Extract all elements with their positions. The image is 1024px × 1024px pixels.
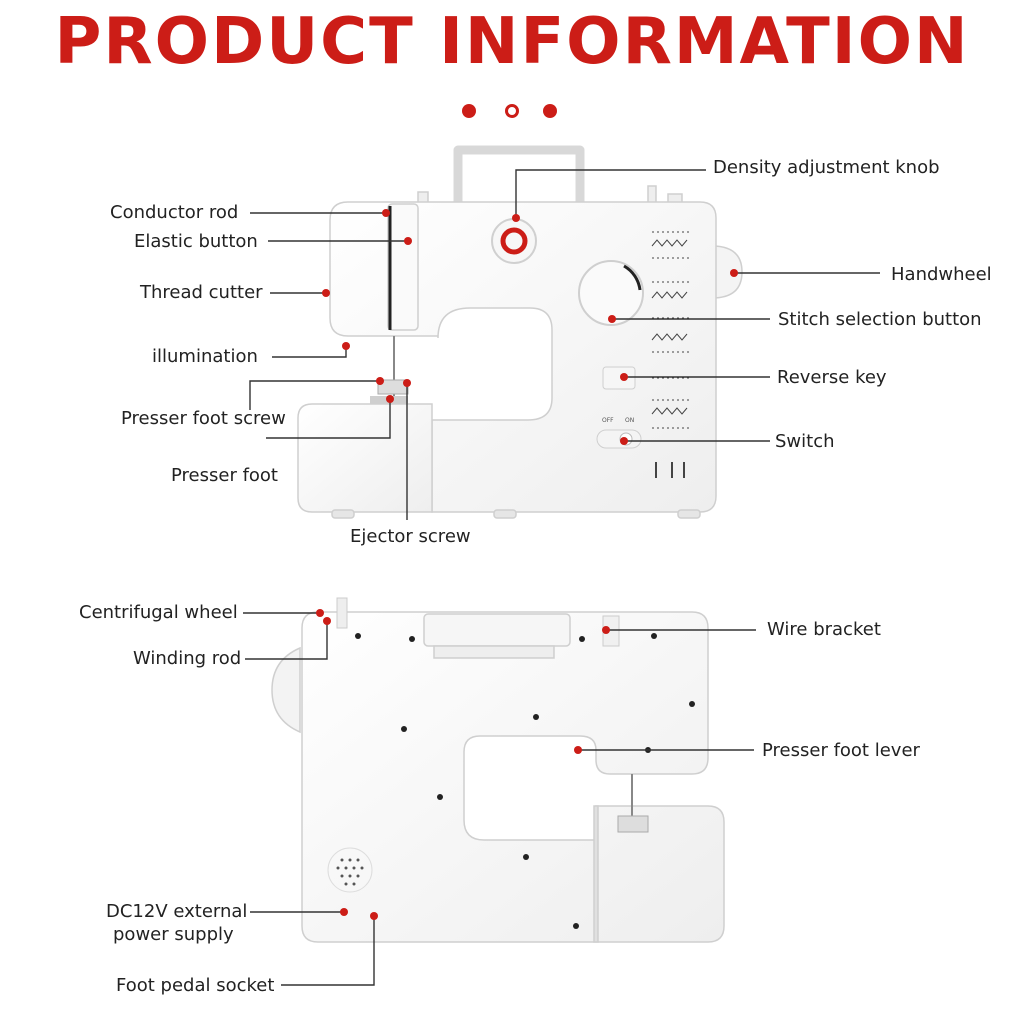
label-thread-cutter: Thread cutter (140, 282, 263, 303)
dot (462, 104, 476, 118)
label-presser-foot-lever: Presser foot lever (762, 740, 920, 761)
label-winding-rod: Winding rod (133, 648, 242, 669)
label-reverse-key: Reverse key (777, 367, 887, 388)
front-machine (297, 145, 743, 519)
label-foot-pedal-socket: Foot pedal socket (116, 975, 275, 996)
callout-markers (316, 209, 738, 920)
label-centrifugal-wheel: Centrifugal wheel (79, 602, 238, 623)
label-presser-foot: Presser foot (171, 465, 278, 486)
screw-holes (355, 633, 695, 929)
label-dc12v-line1: DC12V external (106, 901, 248, 922)
speaker-grille (327, 847, 373, 893)
label-elastic-button: Elastic button (134, 231, 258, 252)
stitch-pattern-chart (651, 231, 692, 478)
label-switch: Switch (775, 431, 835, 452)
switch-off-label: OFF (602, 417, 614, 424)
label-density-adjustment-knob: Density adjustment knob (713, 157, 940, 178)
label-conductor-rod: Conductor rod (110, 202, 239, 223)
label-presser-foot-screw: Presser foot screw (121, 408, 286, 429)
label-ejector-screw: Ejector screw (350, 526, 471, 547)
label-handwheel: Handwheel (891, 264, 992, 285)
label-dc12v-line2: power supply (113, 924, 234, 945)
dot (543, 104, 557, 118)
label-wire-bracket: Wire bracket (767, 619, 881, 640)
label-illumination: illumination (152, 346, 258, 367)
decorative-dots (462, 104, 562, 120)
back-machine (271, 611, 725, 943)
dot (505, 104, 519, 118)
callout-lines (243, 169, 880, 986)
page-title: PRODUCT INFORMATION (54, 5, 970, 79)
switch-on-label: ON (625, 417, 634, 424)
label-stitch-selection-button: Stitch selection button (778, 309, 982, 330)
